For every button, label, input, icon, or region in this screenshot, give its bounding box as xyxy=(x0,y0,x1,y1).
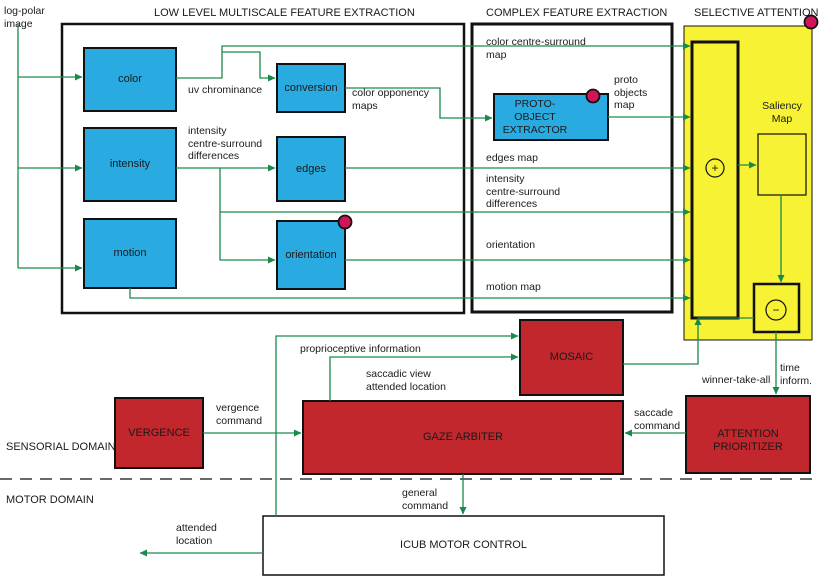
motion-box xyxy=(83,218,177,289)
sum-symbol: + xyxy=(711,160,719,175)
arrow-color-to-conversion xyxy=(176,51,276,82)
label-orientation: orientation xyxy=(486,239,536,251)
arrow-motion-map xyxy=(129,288,691,302)
intensity-box-label: intensity xyxy=(109,158,151,170)
gaze-arbiter-label: GAZE ARBITER xyxy=(422,431,504,443)
icub-motor-control-label: ICUB MOTOR CONTROL xyxy=(400,539,527,551)
motor-domain-label: MOTOR DOMAIN xyxy=(6,494,94,506)
label-motion-map: motion map xyxy=(486,281,541,293)
minus-circle xyxy=(765,299,787,321)
color-box-label: color xyxy=(118,73,142,85)
arrow-saccadic-view xyxy=(329,353,519,401)
conversion-box-label: conversion xyxy=(284,81,338,94)
vergence-label: VERGENCE xyxy=(128,426,190,439)
label-color-cs-map: color centre-surround map xyxy=(486,36,586,61)
minus-box xyxy=(752,282,801,334)
label-intensity-differences-left: intensity centre-surround differences xyxy=(188,125,263,162)
header-selective-attention: SELECTIVE ATTENTION xyxy=(694,7,819,19)
orientation-box-label: orientation xyxy=(285,248,337,261)
sum-circle xyxy=(705,158,725,178)
vergence-box xyxy=(114,397,204,469)
icub-motor-control-box xyxy=(262,515,665,576)
mosaic-box xyxy=(519,319,624,396)
motion-box-label: motion xyxy=(113,247,147,259)
label-attended-location: attended location xyxy=(176,522,217,547)
marker-dot-attention xyxy=(803,14,819,30)
arrow-color-cs-map xyxy=(221,42,691,52)
label-saccade-command: saccade command xyxy=(634,407,681,432)
label-intensity-differences-right: intensity centre-surround differences xyxy=(486,173,561,210)
intensity-box xyxy=(83,127,177,202)
orientation-box xyxy=(276,220,346,290)
mosaic-label: MOSAIC xyxy=(549,351,594,363)
label-proprioceptive: proprioceptive information xyxy=(300,343,421,355)
label-proto-objects-map: proto objects map xyxy=(614,74,648,111)
label-winner-take-all: winner-take-all xyxy=(702,374,771,386)
arrow-to-orientation xyxy=(219,212,276,264)
conversion-box xyxy=(276,63,346,113)
sensorial-domain-label: SENSORIAL DOMAIN xyxy=(6,441,116,453)
gaze-arbiter-box xyxy=(302,400,624,475)
color-box xyxy=(83,47,177,112)
arrow-mosaic-feedback xyxy=(623,317,702,365)
label-vergence-command: vergence command xyxy=(216,402,263,427)
saliency-map-label: Saliency Map xyxy=(762,100,802,125)
edges-box xyxy=(276,136,346,202)
input-label: log-polar image xyxy=(4,5,45,30)
sum-box xyxy=(690,40,740,320)
label-general-command: general command xyxy=(402,487,449,512)
saliency-map-box xyxy=(757,133,807,196)
header-low-level: LOW LEVEL MULTISCALE FEATURE EXTRACTION xyxy=(154,7,415,19)
label-saccadic-view: saccadic view attended location xyxy=(366,368,446,393)
label-uv-chrominance: uv chrominance xyxy=(188,84,263,96)
header-complex-feature: COMPLEX FEATURE EXTRACTION xyxy=(486,7,668,19)
attention-prioritizer-label: ATTENTION PRIORITIZER xyxy=(713,427,783,453)
label-time-inform: time inform. xyxy=(780,362,813,387)
edges-box-label: edges xyxy=(296,162,326,175)
label-edges-map: edges map xyxy=(486,152,538,164)
arrow-proprioceptive xyxy=(275,332,519,516)
marker-dot-orientation xyxy=(337,214,353,230)
proto-object-extractor-label: PROTO-OBJECT EXTRACTOR xyxy=(502,97,568,136)
arrow-conversion-to-proto xyxy=(345,87,493,122)
marker-dot-proto xyxy=(585,88,601,104)
attention-prioritizer-box xyxy=(685,395,811,474)
minus-symbol: − xyxy=(772,302,780,317)
label-color-opponency: color opponency maps xyxy=(352,87,430,112)
